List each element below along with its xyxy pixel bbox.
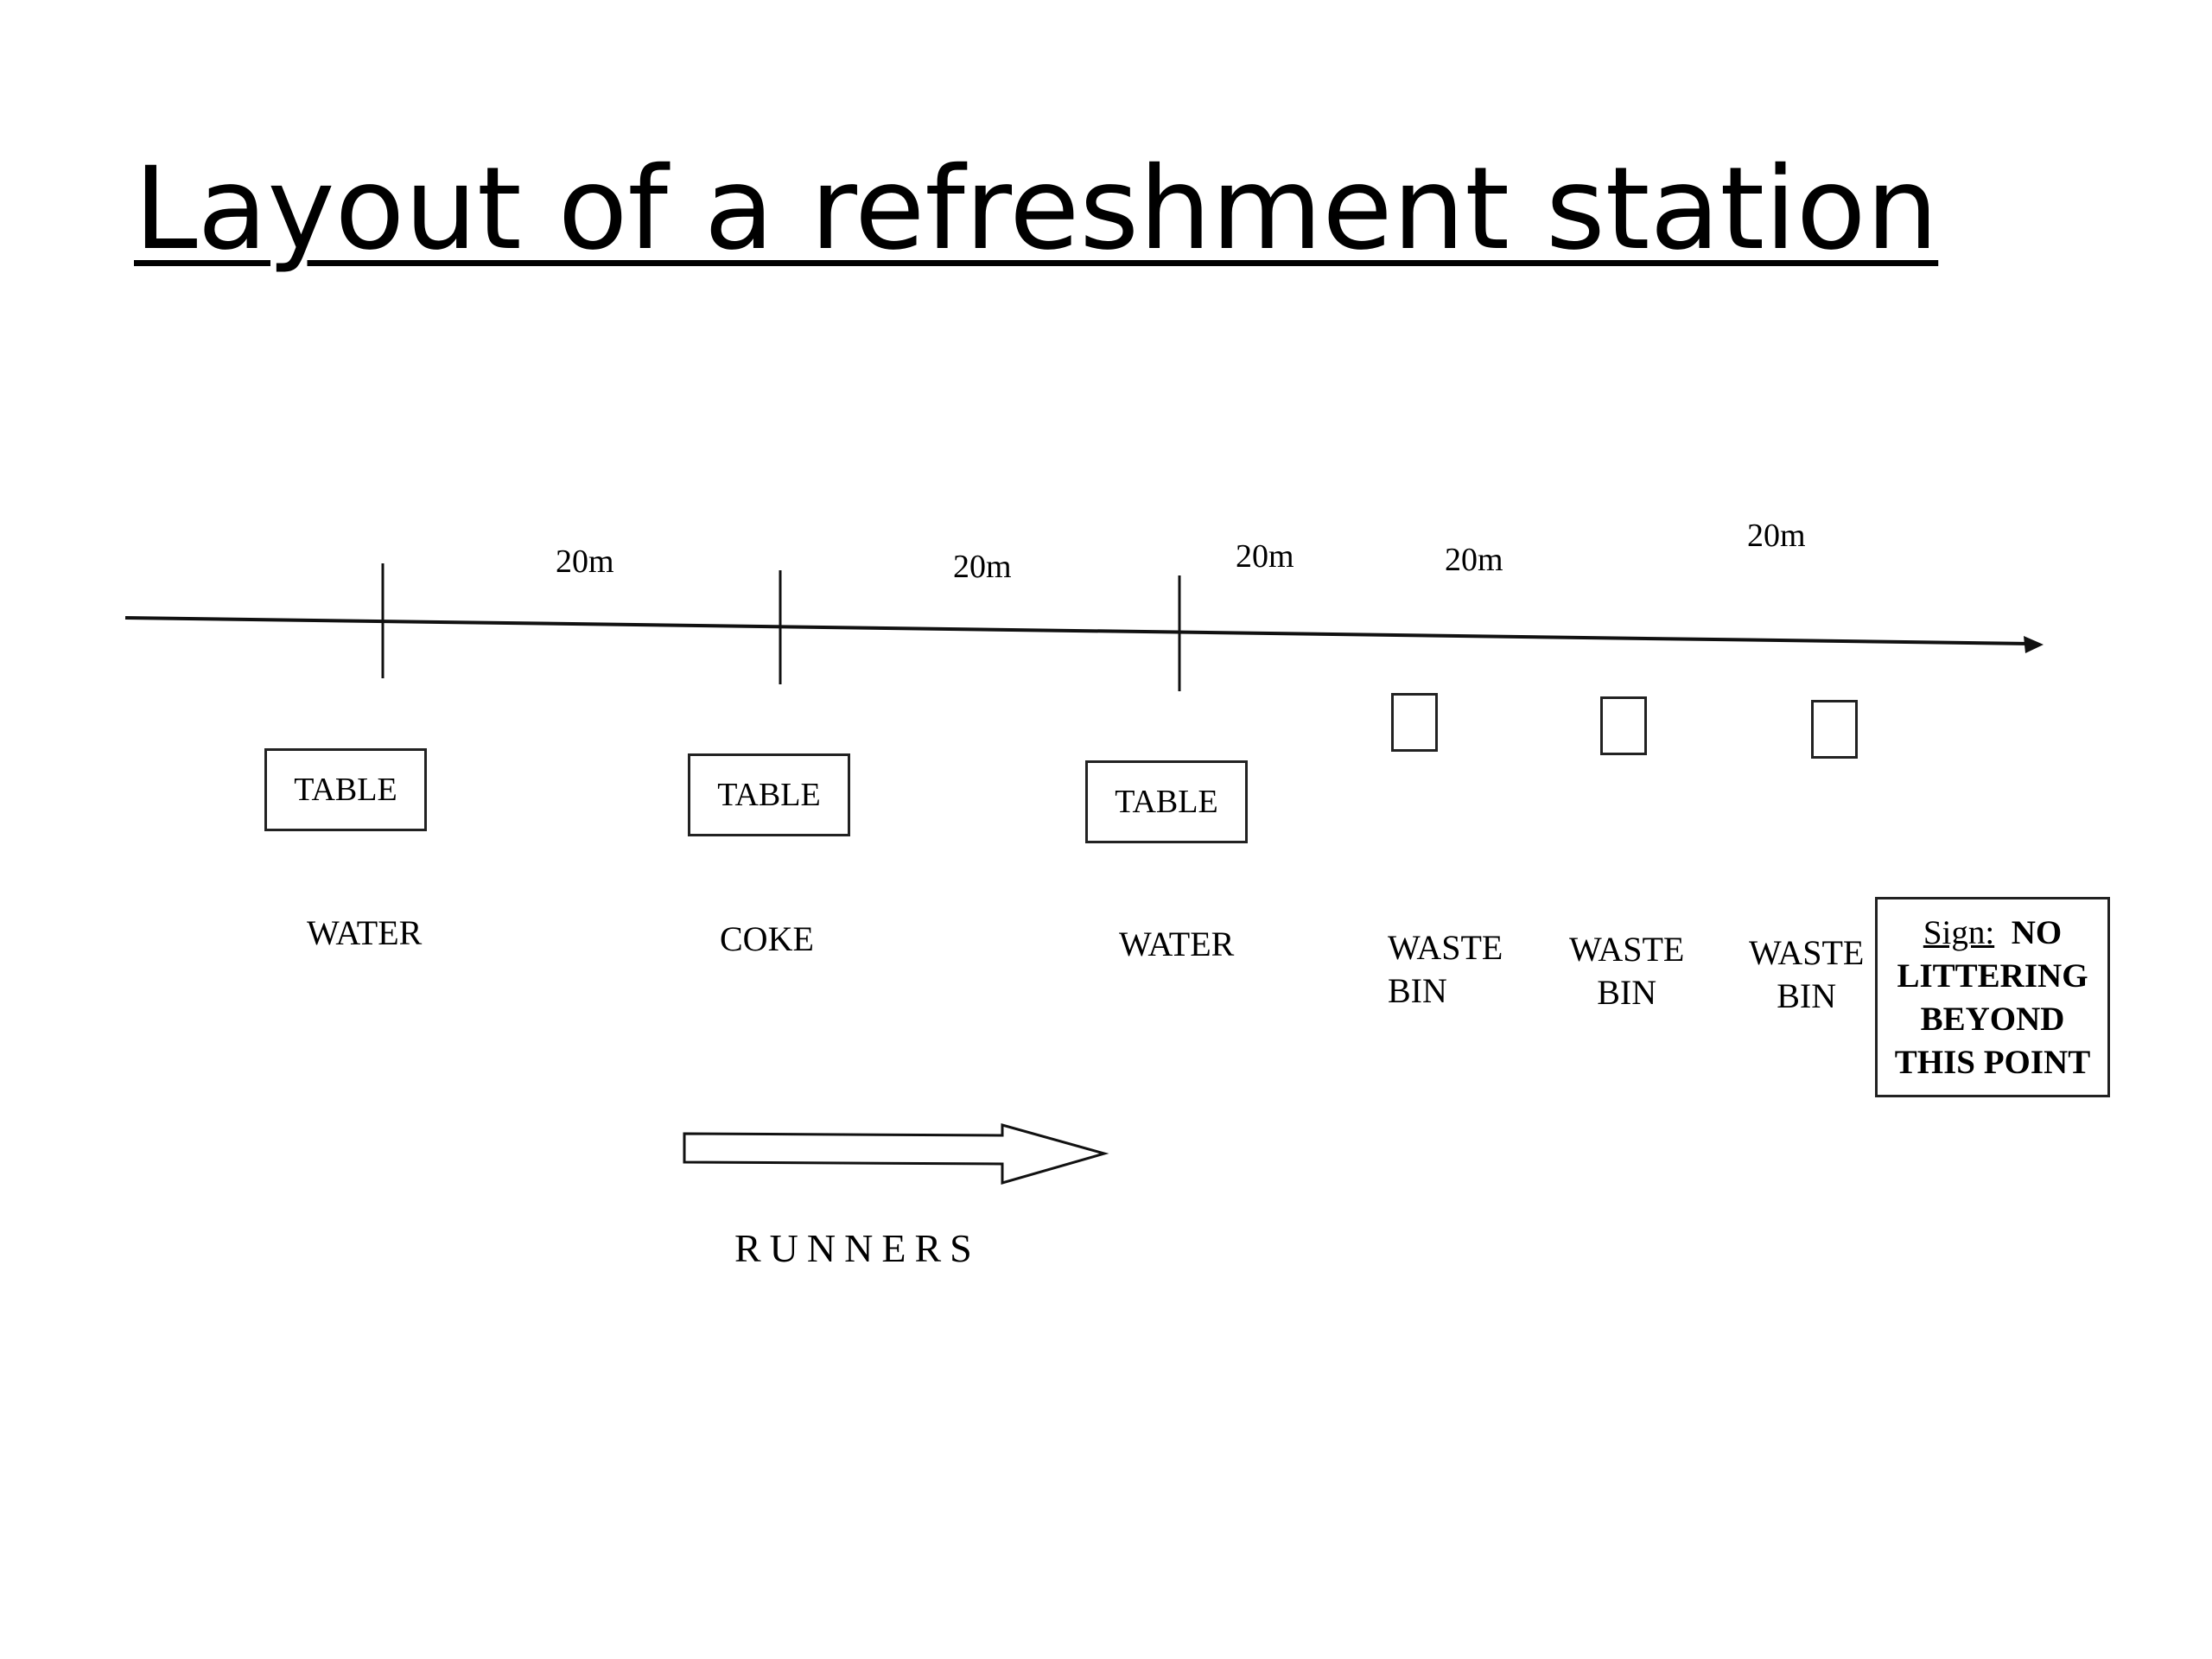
- waste-bin-label-line: BIN: [1388, 971, 1447, 1010]
- runners-label: RUNNERS: [734, 1226, 981, 1270]
- no-littering-sign: Sign: NO LITTERING BEYOND THIS POINT: [1875, 897, 2110, 1097]
- table-label: WATER: [1119, 925, 1235, 963]
- waste-bin-label: WASTE BIN: [1569, 928, 1684, 1014]
- sign-line: BEYOND: [1920, 1001, 2065, 1038]
- waste-bin-label-line: BIN: [1777, 976, 1837, 1015]
- course-line: [124, 616, 2031, 645]
- course-arrowhead: [2024, 636, 2044, 653]
- waste-bin-label: WASTE BIN: [1388, 926, 1503, 1013]
- sign-prefix: Sign:: [1923, 914, 1995, 951]
- page-title: Layout of a refreshment station: [134, 143, 1939, 276]
- distance-label: 20m: [1747, 518, 1806, 554]
- distance-label: 20m: [556, 543, 614, 580]
- sign-line: LITTERING: [1897, 957, 2088, 995]
- waste-bin-label-line: BIN: [1597, 973, 1657, 1012]
- table-box: TABLE: [264, 748, 427, 831]
- distance-label: 20m: [953, 549, 1012, 585]
- sign-line: THIS POINT: [1894, 1044, 2091, 1081]
- distance-label: 20m: [1445, 542, 1503, 578]
- waste-bin-box: [1391, 693, 1438, 752]
- waste-bin-box: [1600, 696, 1647, 755]
- runners-arrow: [683, 1123, 1109, 1185]
- waste-bin-box: [1811, 700, 1858, 759]
- table-box: TABLE: [688, 753, 850, 836]
- table-label: COKE: [720, 919, 814, 958]
- waste-bin-label-line: WASTE: [1388, 928, 1503, 967]
- waste-bin-label-line: WASTE: [1569, 930, 1685, 969]
- sign-line: Sign: NO: [1878, 912, 2107, 955]
- distance-label: 20m: [1236, 538, 1294, 575]
- table-box: TABLE: [1085, 760, 1248, 843]
- waste-bin-label: WASTE BIN: [1749, 931, 1864, 1018]
- table-label: WATER: [307, 913, 423, 952]
- sign-text: NO: [2011, 914, 2063, 951]
- waste-bin-label-line: WASTE: [1749, 933, 1865, 972]
